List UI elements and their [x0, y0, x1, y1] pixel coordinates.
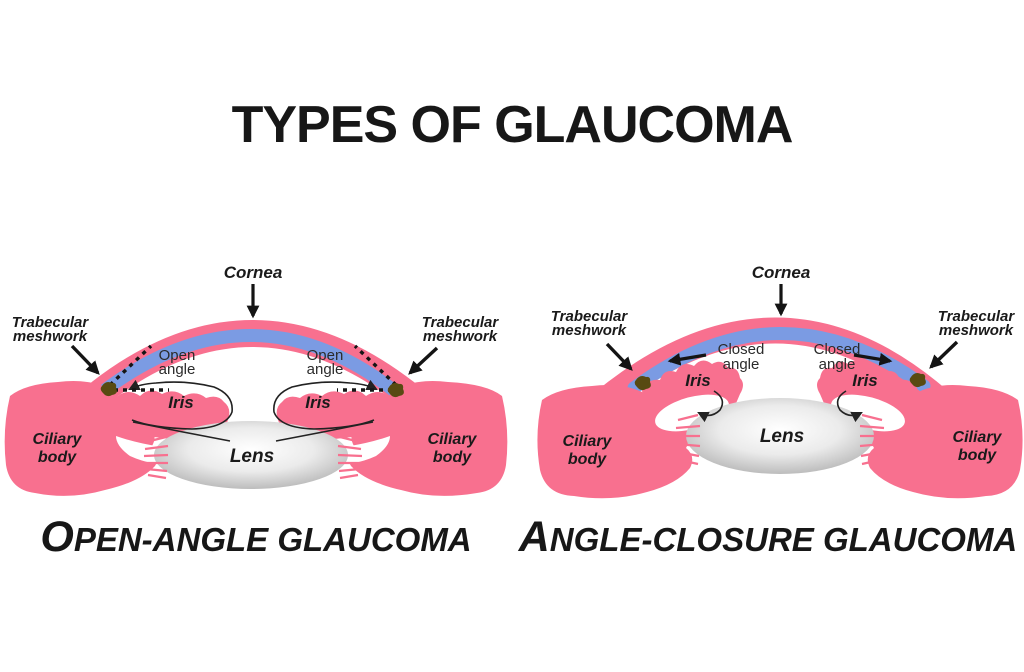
- trabecular-label-right-line1: Trabecular: [422, 314, 500, 331]
- cornea-label: Cornea: [752, 263, 811, 282]
- blocked-flow-arrow-left: [697, 390, 724, 423]
- closed-angle-label-right-line1: Closed: [814, 341, 861, 358]
- iris-label-right: Iris: [852, 371, 878, 390]
- caption-initial: O: [40, 513, 74, 561]
- trabecular-arrow-left: [70, 344, 100, 375]
- trabecular-label-right-line2: meshwork: [939, 322, 1014, 339]
- trabecular-arrow-right: [408, 346, 439, 375]
- trabecular-meshwork-blob-left: [100, 382, 117, 397]
- lens-shape: [154, 421, 348, 489]
- trabecular-label-left-line2: meshwork: [552, 322, 627, 339]
- ciliary-label-left-line2: body: [568, 451, 607, 468]
- trabecular-meshwork-blob-left: [634, 376, 651, 391]
- open-angle-label-left-line1: Open: [159, 347, 196, 364]
- diagram-open-angle-eye: Cornea Trabecular meshwork Trabecular me…: [4, 263, 508, 496]
- ciliary-label-left-line1: Ciliary: [563, 433, 613, 450]
- trabecular-label-left-line1: Trabecular: [551, 308, 629, 325]
- zonule-fibers-right: [337, 435, 363, 480]
- diagram-angle-closure-eye: Cornea Trabecular meshwork Trabecular me…: [537, 263, 1023, 499]
- open-angle-label-right-line1: Open: [307, 347, 344, 364]
- lens-shape: [686, 398, 874, 474]
- caption-rest: PEN-ANGLE GLAUCOMA: [73, 521, 472, 558]
- trabecular-label-right-line1: Trabecular: [938, 308, 1016, 325]
- iris-label-right: Iris: [305, 393, 331, 412]
- iris-label-left: Iris: [168, 393, 194, 412]
- lens-label: Lens: [760, 426, 804, 447]
- cornea-inner-blue-band: [85, 329, 415, 409]
- trabecular-meshwork-blob-right: [909, 373, 926, 388]
- aqueous-flow-from-lens-right: [275, 421, 374, 442]
- trabecular-arrow-right: [929, 340, 959, 369]
- zonule-fibers-right: [859, 413, 885, 466]
- cornea-label: Cornea: [224, 263, 283, 282]
- open-angle-dotted-left: [108, 344, 169, 392]
- caption-initial: A: [518, 513, 550, 561]
- open-angle-label-right-line2: angle: [307, 361, 344, 378]
- iris-label-left: Iris: [685, 371, 711, 390]
- blocked-flow-arrow-right: [836, 390, 863, 423]
- aqueous-flow-loop-right: [273, 379, 378, 430]
- ciliary-label-right-line1: Ciliary: [953, 429, 1003, 446]
- ciliary-label-right-line2: body: [433, 449, 472, 466]
- caption-open-angle-glaucoma: OPEN-ANGLE GLAUCOMA: [0, 512, 512, 562]
- closed-angle-label-right-line2: angle: [819, 356, 856, 373]
- page-title: TYPES OF GLAUCOMA: [231, 96, 794, 154]
- closed-angle-arrow-right: [853, 352, 893, 366]
- ciliary-label-left-line1: Ciliary: [33, 431, 83, 448]
- caption-rest: NGLE-CLOSURE GLAUCOMA: [549, 521, 1018, 558]
- trabecular-label-left-line2: meshwork: [13, 328, 88, 345]
- open-angle-dotted-right: [337, 344, 398, 392]
- zonule-fibers-left: [675, 413, 701, 466]
- ciliary-label-right-line2: body: [958, 447, 997, 464]
- trabecular-meshwork-blob-right: [387, 383, 404, 398]
- aqueous-flow-loop-left: [128, 379, 233, 430]
- aqueous-flow-from-lens-left: [132, 421, 231, 442]
- trabecular-label-left-line1: Trabecular: [12, 314, 90, 331]
- caption-angle-closure-glaucoma: ANGLE-CLOSURE GLAUCOMA: [512, 512, 1024, 562]
- ciliary-label-left-line2: body: [38, 449, 77, 466]
- trabecular-arrow-left: [605, 342, 633, 371]
- open-angle-label-left-line2: angle: [159, 361, 196, 378]
- lens-label: Lens: [230, 446, 274, 467]
- closed-angle-label-left-line2: angle: [723, 356, 760, 373]
- ciliary-label-right-line1: Ciliary: [428, 431, 478, 448]
- closed-angle-label-left-line1: Closed: [718, 341, 765, 358]
- trabecular-label-right-line2: meshwork: [423, 328, 498, 345]
- zonule-fibers-left: [143, 435, 169, 480]
- closed-angle-arrow-left: [667, 352, 707, 366]
